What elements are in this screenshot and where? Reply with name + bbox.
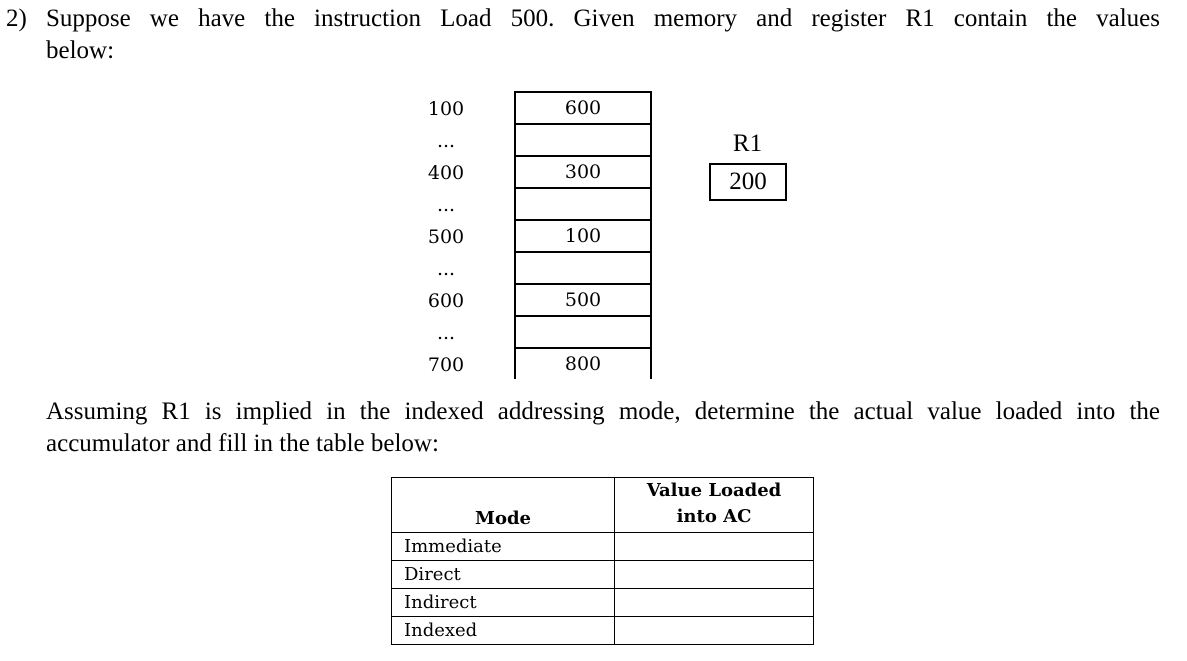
table-row: Indexed (391, 616, 814, 645)
header-mode: Mode (391, 477, 615, 533)
address-label: 600 (427, 290, 465, 312)
mode-cell: Immediate (391, 532, 615, 561)
value-cell[interactable] (614, 616, 814, 645)
mode-cell: Indirect (391, 588, 615, 617)
address-label: ... (436, 322, 456, 344)
register-value: 200 (709, 163, 787, 201)
value-cell[interactable] (614, 532, 814, 561)
table-row: Indirect (391, 588, 814, 617)
memory-cell (516, 317, 650, 349)
question-line-2: Assuming R1 is implied in the indexed ad… (46, 398, 1160, 425)
table-header-row: Mode Value Loaded into AC (391, 477, 814, 533)
memory-cells: 600 300 100 500 800 (514, 91, 652, 379)
question-line-1b: below: (46, 37, 115, 64)
memory-cell (516, 253, 650, 285)
address-label: 400 (427, 162, 465, 184)
memory-cell: 300 (516, 157, 650, 189)
table-row: Direct (391, 560, 814, 589)
table-row: Immediate (391, 532, 814, 561)
value-cell[interactable] (614, 560, 814, 589)
header-value-loaded: Value Loaded into AC (614, 477, 814, 533)
memory-cell: 500 (516, 285, 650, 317)
answer-table: Mode Value Loaded into AC Immediate Dire… (391, 477, 814, 645)
memory-cell: 600 (516, 93, 650, 125)
address-label: 700 (427, 354, 465, 376)
memory-cell (516, 125, 650, 157)
address-label: ... (436, 130, 456, 152)
address-label: ... (436, 258, 456, 280)
mode-cell: Direct (391, 560, 615, 589)
question-line-1: 2) Suppose we have the instruction Load … (6, 5, 1160, 32)
mode-cell: Indexed (391, 616, 615, 645)
memory-cell: 100 (516, 221, 650, 253)
question-line-2b: accumulator and fill in the table below: (46, 430, 439, 457)
register-label: R1 (732, 130, 763, 157)
value-cell[interactable] (614, 588, 814, 617)
address-label: 100 (427, 98, 465, 120)
address-label: ... (436, 194, 456, 216)
address-label: 500 (427, 226, 465, 248)
memory-cell (516, 189, 650, 221)
memory-cell: 800 (564, 353, 602, 375)
